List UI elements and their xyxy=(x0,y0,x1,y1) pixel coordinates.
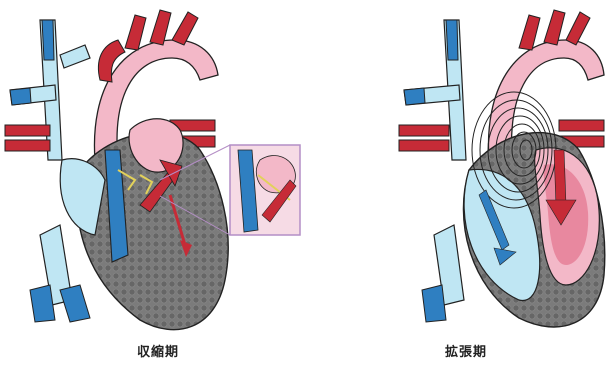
diastole-panel: 拡張期 xyxy=(304,0,608,365)
systole-heart-illustration xyxy=(0,0,304,340)
heart-body xyxy=(60,119,228,330)
diastole-heart-illustration xyxy=(304,0,608,340)
systole-panel: 収縮期 xyxy=(0,0,304,365)
heart-body xyxy=(463,133,604,327)
diastole-caption: 拡張期 xyxy=(426,341,506,360)
systole-caption: 収縮期 xyxy=(118,341,198,360)
superior-vena-cava xyxy=(404,20,466,160)
superior-vena-cava xyxy=(10,20,90,160)
inferior-vena-cava xyxy=(422,225,464,322)
inferior-vena-cava xyxy=(30,225,90,322)
